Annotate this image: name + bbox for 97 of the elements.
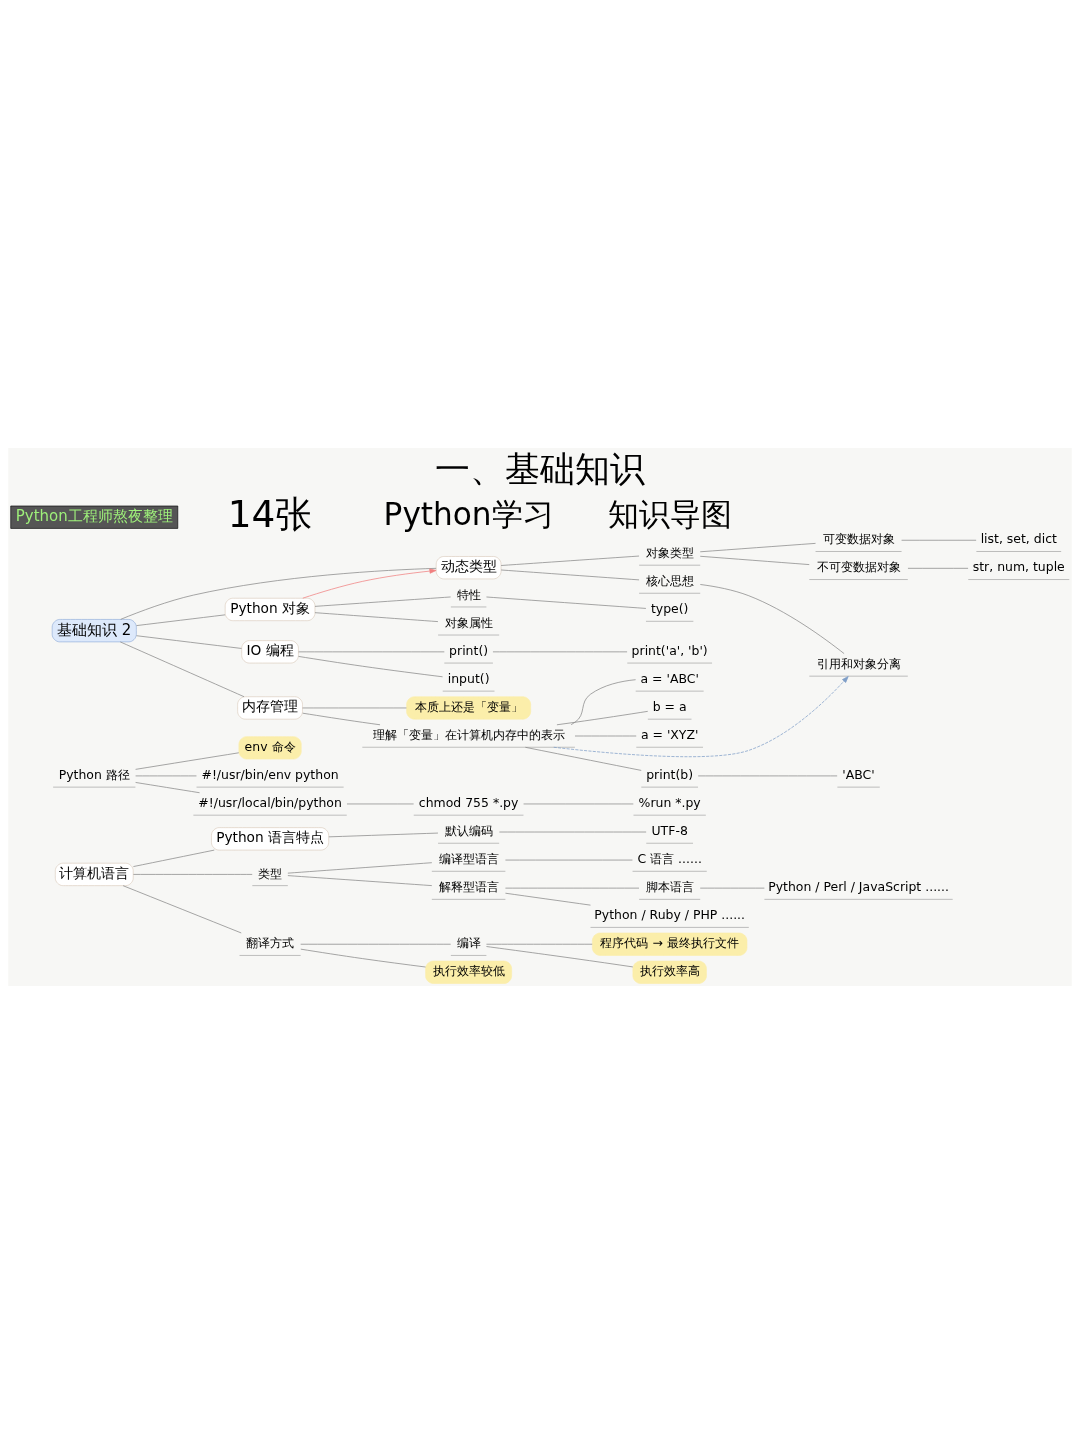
connector (570, 678, 636, 725)
node-text: 类型 (258, 865, 283, 881)
node-text: 不可变数据对象 (816, 558, 901, 574)
node-text: 编译 (456, 934, 481, 950)
node-text: Python 路径 (58, 766, 130, 782)
connector (901, 539, 977, 541)
node-text: chmod 755 *.py (418, 794, 519, 810)
node-text: 脚本语言 (645, 878, 694, 894)
node-box: 执行效率较低 (425, 960, 512, 984)
connector (486, 596, 647, 609)
connector (907, 567, 969, 569)
connector (699, 542, 816, 552)
connector (122, 884, 242, 933)
node-text: UTF-8 (651, 822, 688, 838)
node-box: 本质上还是「变量」 (406, 695, 531, 719)
node-text: str, num, tuple (972, 558, 1065, 574)
node-text: 默认编码 (444, 822, 493, 838)
node-text: 可变数据对象 (822, 530, 895, 546)
node-text: print('a', 'b') (631, 642, 708, 658)
node-text: b = a (652, 698, 687, 714)
node-box: Python 对象 (224, 597, 316, 621)
label: Python学习 (383, 495, 554, 532)
connector (486, 945, 634, 967)
connector (133, 849, 215, 867)
connector (314, 596, 451, 607)
connector (119, 641, 245, 697)
node-text: print() (449, 642, 489, 658)
node-box: env 命令 (238, 735, 302, 759)
node-box: 程序代码 → 最终执行文件 (592, 932, 748, 956)
connector (697, 775, 838, 776)
node-text: type() (650, 600, 689, 616)
connector (500, 555, 640, 566)
node-text: 编译型语言 (438, 850, 499, 866)
node-text: a = 'XYZ' (640, 726, 699, 742)
label: 14张 (227, 491, 313, 536)
node-text: 翻译方式 (246, 934, 295, 950)
connector (298, 650, 445, 652)
node-text: #!/usr/local/bin/python (198, 794, 342, 810)
connector (486, 943, 593, 945)
node-text: input() (447, 670, 490, 686)
connector (699, 887, 765, 888)
connector (505, 859, 633, 860)
connector (505, 887, 640, 888)
connector (300, 948, 426, 967)
connector (135, 751, 240, 770)
label: 知识导图 (607, 495, 732, 532)
connector (300, 943, 452, 945)
arrow (302, 568, 437, 599)
node-text: %run *.py (638, 794, 701, 810)
connector (574, 735, 637, 736)
connector (492, 650, 628, 652)
node-box: 执行效率高 (632, 960, 707, 984)
node-text: a = 'ABC' (640, 670, 699, 686)
connector (505, 892, 591, 906)
diagram-title: 一、基础知识 (435, 448, 645, 489)
node-text: 解释型语言 (438, 878, 499, 894)
connector (328, 832, 439, 837)
connector (500, 569, 640, 580)
node-box: 基础知识 2 (51, 618, 137, 642)
connector (287, 861, 433, 874)
node-box: 内存管理 (237, 695, 303, 719)
node-text: 对象类型 (645, 544, 694, 560)
connector (136, 613, 226, 626)
connector (525, 746, 642, 771)
connector (136, 634, 242, 649)
connector (135, 775, 197, 776)
connector (133, 873, 253, 875)
connector (135, 781, 200, 793)
node-text: 对象属性 (444, 614, 493, 630)
node-text: #!/usr/bin/env python (201, 766, 339, 782)
connector (298, 655, 443, 677)
node-text: 理解「变量」在计算机内存中的表示 (372, 726, 565, 742)
arrow (553, 675, 849, 757)
connector (314, 611, 439, 622)
node-box: IO 编程 (241, 639, 299, 663)
node-box: 计算机语言 (55, 862, 134, 886)
connector (346, 803, 414, 804)
node-box: Python 语言特点 (211, 826, 329, 850)
node-text: print(b) (646, 766, 694, 782)
connector (699, 555, 810, 565)
node-text: C 语言 ...... (637, 850, 702, 866)
connector (302, 712, 381, 725)
connector (302, 707, 407, 708)
label: Python工程师熬夜整理 (15, 506, 173, 525)
node-text: Python / Ruby / PHP ...... (594, 906, 746, 922)
node-text: 特性 (456, 586, 481, 602)
node-text: 核心思想 (645, 572, 694, 588)
connector (523, 803, 634, 804)
connector (556, 710, 649, 725)
node-text: 'ABC' (842, 766, 875, 782)
connector (699, 583, 845, 654)
connector (499, 831, 647, 832)
node-text: list, set, dict (980, 530, 1057, 546)
node-text: Python / Perl / JavaScript ...... (768, 878, 949, 894)
node-text: 引用和对象分离 (816, 655, 901, 671)
node-box: 动态类型 (435, 555, 502, 579)
connector (287, 874, 433, 886)
